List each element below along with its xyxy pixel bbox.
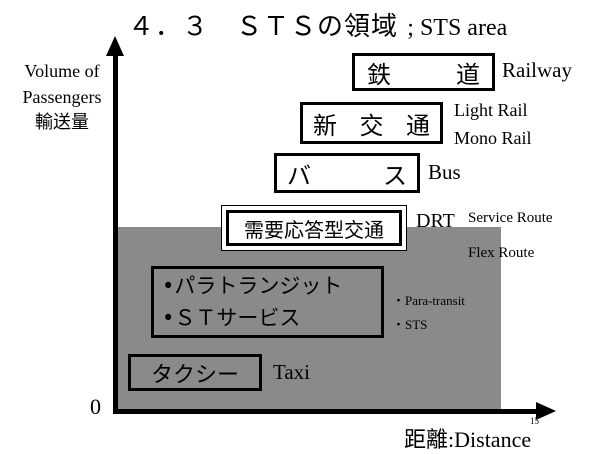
origin-label: 0 — [90, 394, 101, 419]
bus-char-1: バ — [287, 161, 311, 190]
new-transit-char-3: 通 — [406, 111, 430, 140]
x-axis-label: 距離:Distance — [404, 422, 531, 454]
mono-rail-label: Mono Rail — [454, 128, 532, 148]
railway-label: Railway — [502, 58, 572, 82]
taxi-box: タクシー — [128, 354, 262, 391]
taxi-box-label: タクシー — [150, 362, 239, 388]
bus-char-2: ス — [383, 161, 407, 190]
x-axis-line — [113, 409, 541, 414]
para-transit-label: ・Para-transit — [392, 293, 465, 308]
y-label-line2: Passengers — [22, 87, 102, 107]
x-label-en: :Distance — [448, 427, 532, 452]
y-axis-arrow-icon — [106, 36, 124, 56]
page-number: 15 — [530, 416, 539, 426]
drt-label: DRT — [416, 210, 455, 232]
drt-box-label: 需要応答型交通 — [244, 217, 384, 242]
railway-char-2: 道 — [456, 60, 480, 89]
y-axis-line — [113, 52, 118, 414]
railway-box: 鉄 道 — [352, 53, 495, 91]
sts-label: ・STS — [392, 317, 428, 332]
flex-route-label: Flex Route — [468, 245, 535, 261]
new-transit-char-2: 交 — [359, 111, 384, 140]
title-jp: ４．３ ＳＴＳの領域 — [128, 12, 399, 42]
taxi-label: Taxi — [273, 360, 311, 384]
bus-box: バ ス — [274, 153, 420, 193]
y-axis-label: Volume of Passengers 輸送量 — [8, 58, 116, 136]
paratransit-line: •パラトランジット — [162, 274, 343, 298]
st-service-line: •ＳＴサービス — [162, 306, 301, 330]
x-axis-arrow-icon — [536, 402, 556, 420]
y-label-jp: 輸送量 — [35, 112, 89, 133]
bus-label: Bus — [428, 160, 461, 184]
title-en: ; STS area — [407, 15, 508, 41]
y-label-line1: Volume of — [24, 61, 100, 81]
paratransit-box: •パラトランジット •ＳＴサービス — [151, 266, 384, 338]
x-label-jp: 距離 — [404, 428, 449, 453]
drt-box-inner: 需要応答型交通 — [226, 210, 402, 246]
railway-char-1: 鉄 — [367, 60, 391, 89]
new-transit-box: 新 交 通 — [300, 102, 443, 144]
page-title: ４．３ ＳＴＳの領域 ; STS area — [128, 6, 507, 43]
light-rail-label: Light Rail — [454, 100, 528, 120]
drt-box: 需要応答型交通 — [221, 205, 407, 251]
new-transit-char-1: 新 — [313, 111, 337, 140]
service-route-label: Service Route — [468, 210, 553, 226]
